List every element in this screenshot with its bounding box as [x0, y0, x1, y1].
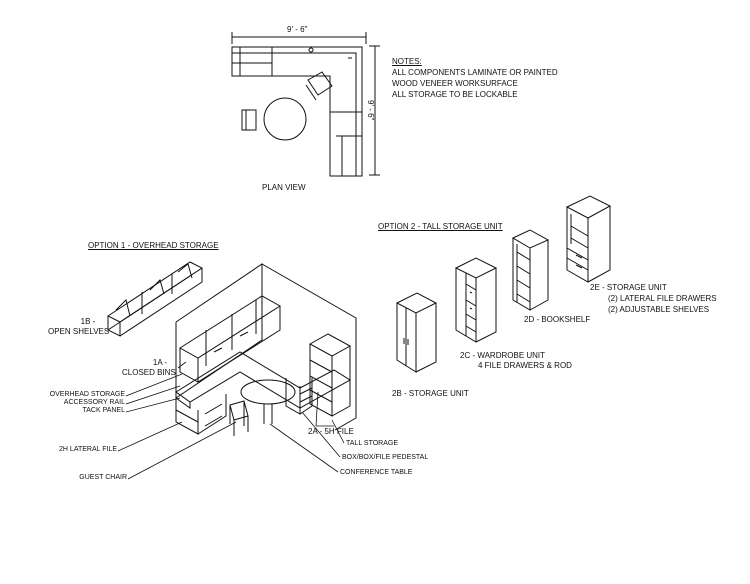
option2-drawings [395, 195, 612, 373]
plan-worksurface [231, 46, 363, 177]
plan-view [231, 32, 380, 177]
unit-2b-label: 2B - STORAGE UNIT [392, 389, 469, 398]
open-shelves-1b [107, 261, 203, 337]
unit-2e-label-3: (2) ADJUSTABLE SHELVES [608, 305, 710, 314]
option1-title: OPTION 1 - OVERHEAD STORAGE [88, 241, 219, 250]
unit-2b [395, 292, 438, 373]
option2-title: OPTION 2 - TALL STORAGE UNIT [378, 222, 503, 231]
unit-2c-label-2: 4 FILE DRAWERS & ROD [478, 361, 572, 370]
unit-2d-label: 2D - BOOKSHELF [524, 315, 591, 324]
option1-drawing [107, 261, 357, 480]
unit-2c [454, 257, 498, 343]
plan-guest-chair [241, 109, 257, 131]
plan-round-table [263, 97, 307, 141]
file-5h-label: 2A - 5H FILE [308, 427, 354, 436]
notes-line: ALL COMPONENTS LAMINATE OR PAINTED [392, 68, 558, 77]
lateral-file-label: 2H LATERAL FILE [59, 446, 117, 453]
plan-depth-dimension: 9' - 6" [366, 100, 375, 121]
notes-heading: NOTES: [392, 57, 422, 66]
closed-bins-label-1: 1A - [152, 358, 168, 367]
conference-table-label: CONFERENCE TABLE [340, 469, 413, 476]
pedestal [285, 378, 301, 415]
unit-2e [565, 195, 612, 283]
open-shelves-label-2: OPEN SHELVES [48, 327, 110, 336]
notes-line: WOOD VENEER WORKSURFACE [392, 79, 518, 88]
guest-chair-label: GUEST CHAIR [79, 474, 127, 481]
plan-view-caption: PLAN VIEW [262, 183, 306, 192]
overhead-storage-label: OVERHEAD STORAGE [49, 391, 125, 398]
plan-task-chair [305, 71, 333, 101]
plan-width-dimension: 9' - 6" [287, 25, 308, 34]
unit-2d [511, 229, 550, 311]
notes-line: ALL STORAGE TO BE LOCKABLE [392, 90, 518, 99]
guest-chair [229, 400, 249, 436]
tack-panel-label: TACK PANEL [82, 407, 125, 414]
unit-2e-label-2: (2) LATERAL FILE DRAWERS [608, 294, 717, 303]
tall-storage-label: TALL STORAGE [346, 440, 398, 447]
overhead-bins [179, 295, 281, 383]
accessory-rail-label: ACCESSORY RAIL [63, 399, 125, 406]
open-shelves-label-1: 1B - [80, 317, 96, 326]
unit-2c-label-1: 2C - WARDROBE UNIT [460, 351, 546, 360]
pedestal-label: BOX/BOX/FILE PEDESTAL [342, 454, 429, 461]
conference-table-top [240, 379, 296, 405]
room-right-wall [261, 263, 357, 431]
option1-leaders [117, 361, 345, 480]
unit-2e-label-1: 2E - STORAGE UNIT [590, 283, 667, 292]
tall-storage [308, 333, 352, 417]
closed-bins-label-2: CLOSED BINS [122, 368, 176, 377]
